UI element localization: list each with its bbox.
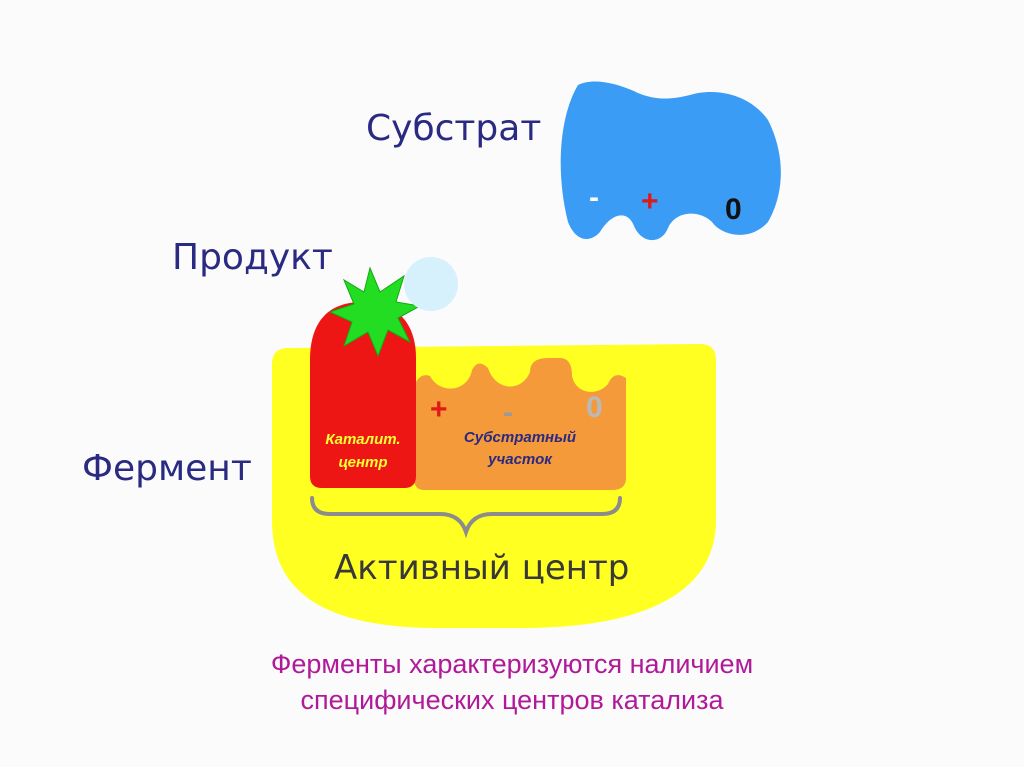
product-bubble xyxy=(404,257,458,311)
catalytic-center-label-line2: центр xyxy=(338,454,388,471)
site-charge-minus: - xyxy=(503,396,513,429)
reaction-spark-icon xyxy=(328,266,422,358)
substrate-site-label-line2: участок xyxy=(488,451,552,468)
active-center-label: Активный центр xyxy=(334,548,630,588)
caption-line1: Ферменты характеризуются наличием xyxy=(270,649,754,679)
substrate-charge-minus: - xyxy=(589,181,599,214)
substrate-shape xyxy=(560,81,781,241)
caption-line2: специфических центров катализа xyxy=(300,685,724,715)
product-label: Продукт xyxy=(172,237,333,278)
substrate-charge-plus: + xyxy=(641,185,659,218)
catalytic-center-shape xyxy=(310,302,416,488)
substrate-site-label-line1: Субстратный xyxy=(463,429,577,446)
active-center-brace xyxy=(310,496,622,539)
enzyme-label: Фермент xyxy=(82,448,252,489)
caption: Ферменты характеризуются наличием специф… xyxy=(150,646,874,718)
site-charge-plus: + xyxy=(430,393,448,426)
catalytic-center-label-line1: Каталит. xyxy=(325,431,401,448)
site-charge-zero: 0 xyxy=(586,391,603,424)
substrate-label: Субстрат xyxy=(366,108,542,149)
substrate-charge-zero: 0 xyxy=(725,193,742,226)
substrate-site-shape xyxy=(414,358,626,490)
